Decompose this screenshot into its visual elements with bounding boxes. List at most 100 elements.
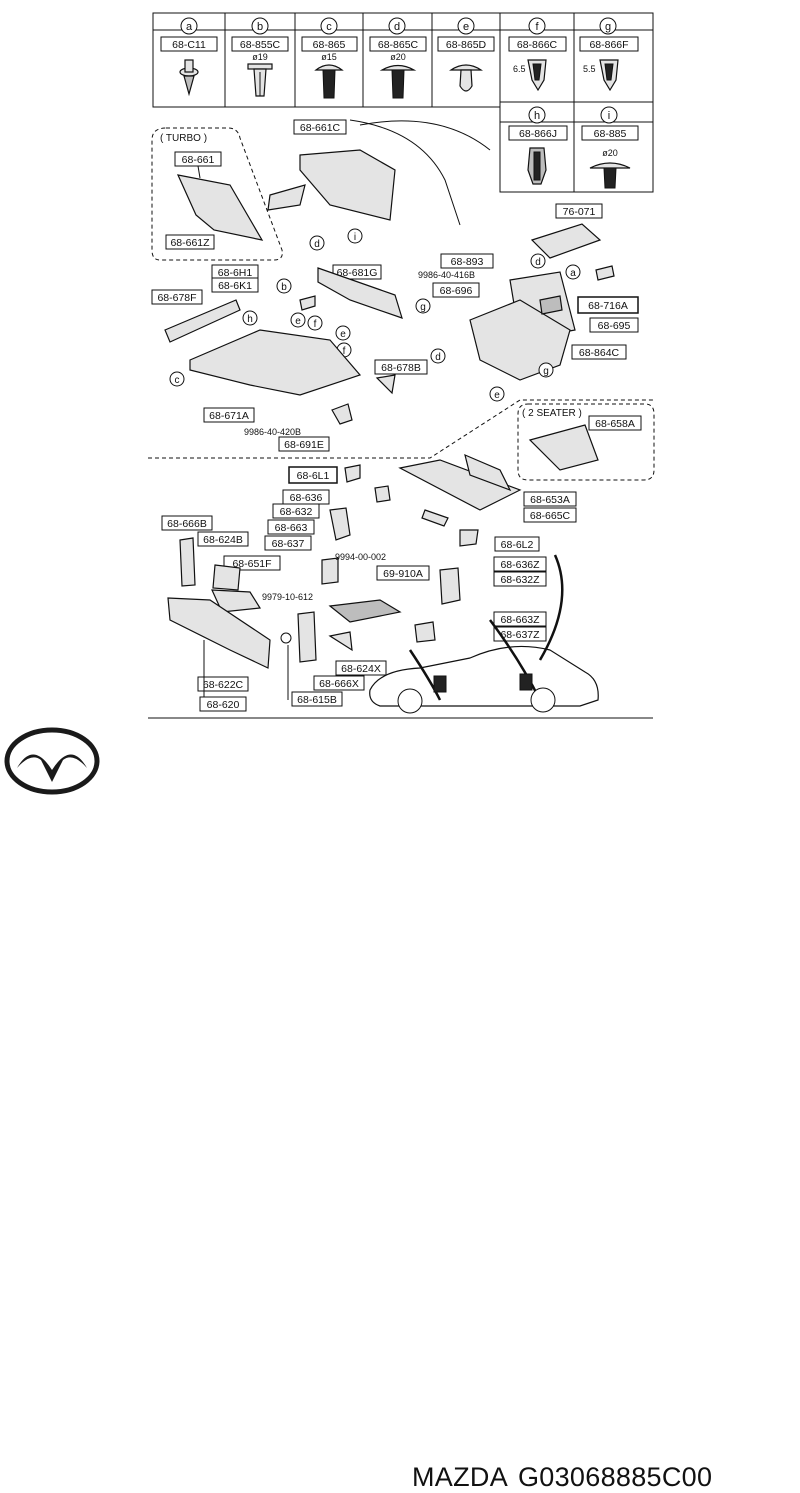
- fastener-e: e 68-865D: [437, 17, 495, 92]
- part-label: 68-678B: [381, 362, 421, 374]
- part-label: 76-071: [563, 206, 596, 218]
- fastener-letter: i: [608, 110, 610, 122]
- fastener-dimension: 6.5: [513, 64, 526, 74]
- fastener-dimension: ø15: [321, 52, 337, 62]
- part-label: 68-6L1: [297, 470, 330, 482]
- fastener-letter: a: [186, 21, 193, 33]
- christmas-tree-clip-icon: [314, 64, 344, 99]
- callout-letter: g: [420, 302, 426, 313]
- part-number: G03068885C00: [518, 1462, 713, 1492]
- brand-name: MAZDA: [412, 1462, 508, 1492]
- part-label: 68-864C: [579, 347, 620, 359]
- fastener-g: g 68-866F 5.5: [579, 17, 639, 92]
- fastener-letter: g: [605, 21, 611, 33]
- fastener-letter: e: [463, 21, 469, 33]
- part-label: 9986-40-420B: [244, 427, 301, 437]
- part-label: 68-6K1: [218, 280, 252, 292]
- edge-clip-icon: [599, 59, 619, 92]
- part-label: 68-666X: [319, 678, 359, 690]
- part-label: 68-661: [182, 154, 215, 166]
- part-label: 68-681G: [337, 267, 378, 279]
- callout-letter: g: [543, 366, 549, 377]
- fastener-part-number: 68-866J: [519, 128, 557, 140]
- part-label: 68-671A: [209, 410, 249, 422]
- part-label: 69-910A: [383, 568, 423, 580]
- rear-trunk-area: 76-071 68-893 9986-40-416B 68-696 68-716…: [418, 203, 639, 402]
- turbo-group: ( TURBO ) 68-661 68-661Z: [151, 127, 283, 261]
- fastener-d: d 68-865C ø20: [369, 17, 427, 99]
- fastener-dimension: 5.5: [583, 64, 596, 74]
- fastener-letter: c: [326, 21, 332, 33]
- fastener-part-number: 68-866F: [589, 39, 628, 51]
- fastener-part-number: 68-885: [594, 128, 627, 140]
- part-label: 68-665C: [530, 510, 571, 522]
- two-seater-group: ( 2 SEATER ) 68-658A: [517, 403, 655, 481]
- anchor-clip-icon: [449, 64, 483, 92]
- car-silhouette: [369, 645, 599, 714]
- callout-letter: f: [343, 346, 346, 357]
- callout-letter: b: [281, 282, 287, 293]
- fastener-i: i 68-885 ø20: [581, 106, 639, 189]
- callout-letter: e: [494, 390, 500, 401]
- part-label: 68-6H1: [218, 267, 253, 279]
- part-label: 68-653A: [530, 494, 570, 506]
- part-label: 68-622C: [203, 679, 244, 691]
- fastener-dimension: ø20: [390, 52, 406, 62]
- footer: MAZDA G03068885C00: [0, 718, 800, 1492]
- part-label: 9994-00-002: [335, 552, 386, 562]
- fastener-part-number: 68-855C: [240, 39, 281, 51]
- interior-trim-section: 68-6L1 68-636 68-632 68-663 68-637 68-65…: [161, 453, 577, 712]
- turbo-label: ( TURBO ): [160, 133, 207, 144]
- part-label: 9979-10-612: [262, 592, 313, 602]
- part-label: 68-651F: [232, 558, 271, 570]
- part-label: 68-624X: [341, 663, 381, 675]
- two-seater-label: ( 2 SEATER ): [522, 408, 582, 419]
- part-label: 68-6L2: [501, 539, 534, 551]
- fastener-dimension: ø19: [252, 52, 268, 62]
- callout-letter: d: [435, 352, 441, 363]
- part-label: 68-695: [598, 320, 631, 332]
- part-label: 68-620: [207, 699, 240, 711]
- fastener-b: b 68-855C ø19: [231, 17, 289, 97]
- hood-insulator: 68-661C i: [267, 119, 491, 244]
- callout-letter: d: [535, 257, 541, 268]
- fastener-part-number: 68-866C: [517, 39, 558, 51]
- callout-letter: d: [314, 239, 320, 250]
- part-label: 9986-40-416B: [418, 270, 475, 280]
- part-label: 68-661C: [300, 122, 341, 134]
- callout-letter: i: [354, 232, 356, 243]
- fastener-letter: h: [534, 110, 540, 122]
- part-label: 68-632: [280, 506, 313, 518]
- part-label: 68-893: [451, 256, 484, 268]
- fastener-part-number: 68-865: [313, 39, 346, 51]
- brand-part-number: MAZDA G03068885C00: [412, 1462, 722, 1493]
- section-divider: [148, 399, 653, 459]
- callout-letter: h: [247, 314, 253, 325]
- part-label: 68-663Z: [500, 614, 540, 626]
- callout-letter: a: [570, 268, 576, 279]
- callout-letter: c: [175, 375, 180, 386]
- part-label: 68-661Z: [170, 237, 210, 249]
- part-label: 68-678F: [157, 292, 196, 304]
- push-rivet-clip-icon: [179, 59, 199, 97]
- fastener-dimension: ø20: [602, 148, 618, 158]
- fastener-part-number: 68-C11: [172, 39, 206, 51]
- part-label: 68-658A: [595, 418, 635, 430]
- fastener-part-number: 68-865D: [446, 39, 487, 51]
- callout-letter: f: [314, 319, 317, 330]
- fastener-f: f 68-866C 6.5: [508, 17, 567, 92]
- part-label: 68-716A: [588, 300, 628, 312]
- part-label: 68-637Z: [500, 629, 540, 641]
- fastener-letter: d: [394, 21, 400, 33]
- fastener-h: h 68-866J: [508, 106, 568, 185]
- parts-diagram: a 68-C11 b 68-855C ø19 c 68-865 ø15: [148, 12, 655, 719]
- fastener-letter: f: [535, 21, 539, 33]
- part-label: 68-636Z: [500, 559, 540, 571]
- turbo-insulator-part: [176, 174, 264, 241]
- callout-letter: e: [295, 316, 301, 327]
- christmas-tree-clip-icon: [379, 64, 417, 99]
- trim-clip-icon: [247, 63, 273, 97]
- part-label: 68-624B: [203, 534, 243, 546]
- part-label: 68-691E: [284, 439, 324, 451]
- mazda-logo-icon: [4, 727, 100, 795]
